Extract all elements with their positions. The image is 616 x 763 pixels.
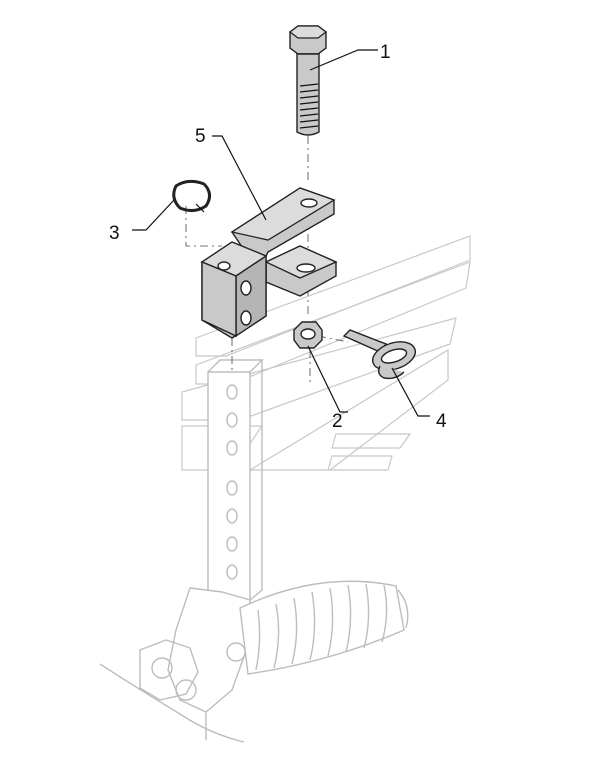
mounting-bracket	[200, 187, 338, 339]
leader-2	[307, 345, 348, 413]
watermark-logo	[181, 235, 471, 471]
leader-3	[132, 199, 175, 231]
locking-pin	[342, 329, 417, 380]
callout-1: 1	[380, 42, 391, 63]
callout-2: 2	[332, 411, 343, 432]
hex-nut	[293, 321, 323, 349]
callout-labels: 1 2 3 4 5	[109, 42, 447, 432]
leader-4	[391, 367, 430, 417]
callout-leaders	[132, 49, 430, 417]
callout-3: 3	[109, 223, 120, 244]
snap-ring	[172, 179, 211, 213]
ghost-post	[207, 359, 264, 601]
callout-4: 4	[436, 411, 447, 432]
hex-bolt	[288, 25, 328, 136]
leader-1	[309, 49, 378, 71]
leader-5	[212, 135, 267, 221]
ghost-spring-assembly	[99, 580, 409, 743]
callout-5: 5	[195, 126, 206, 147]
